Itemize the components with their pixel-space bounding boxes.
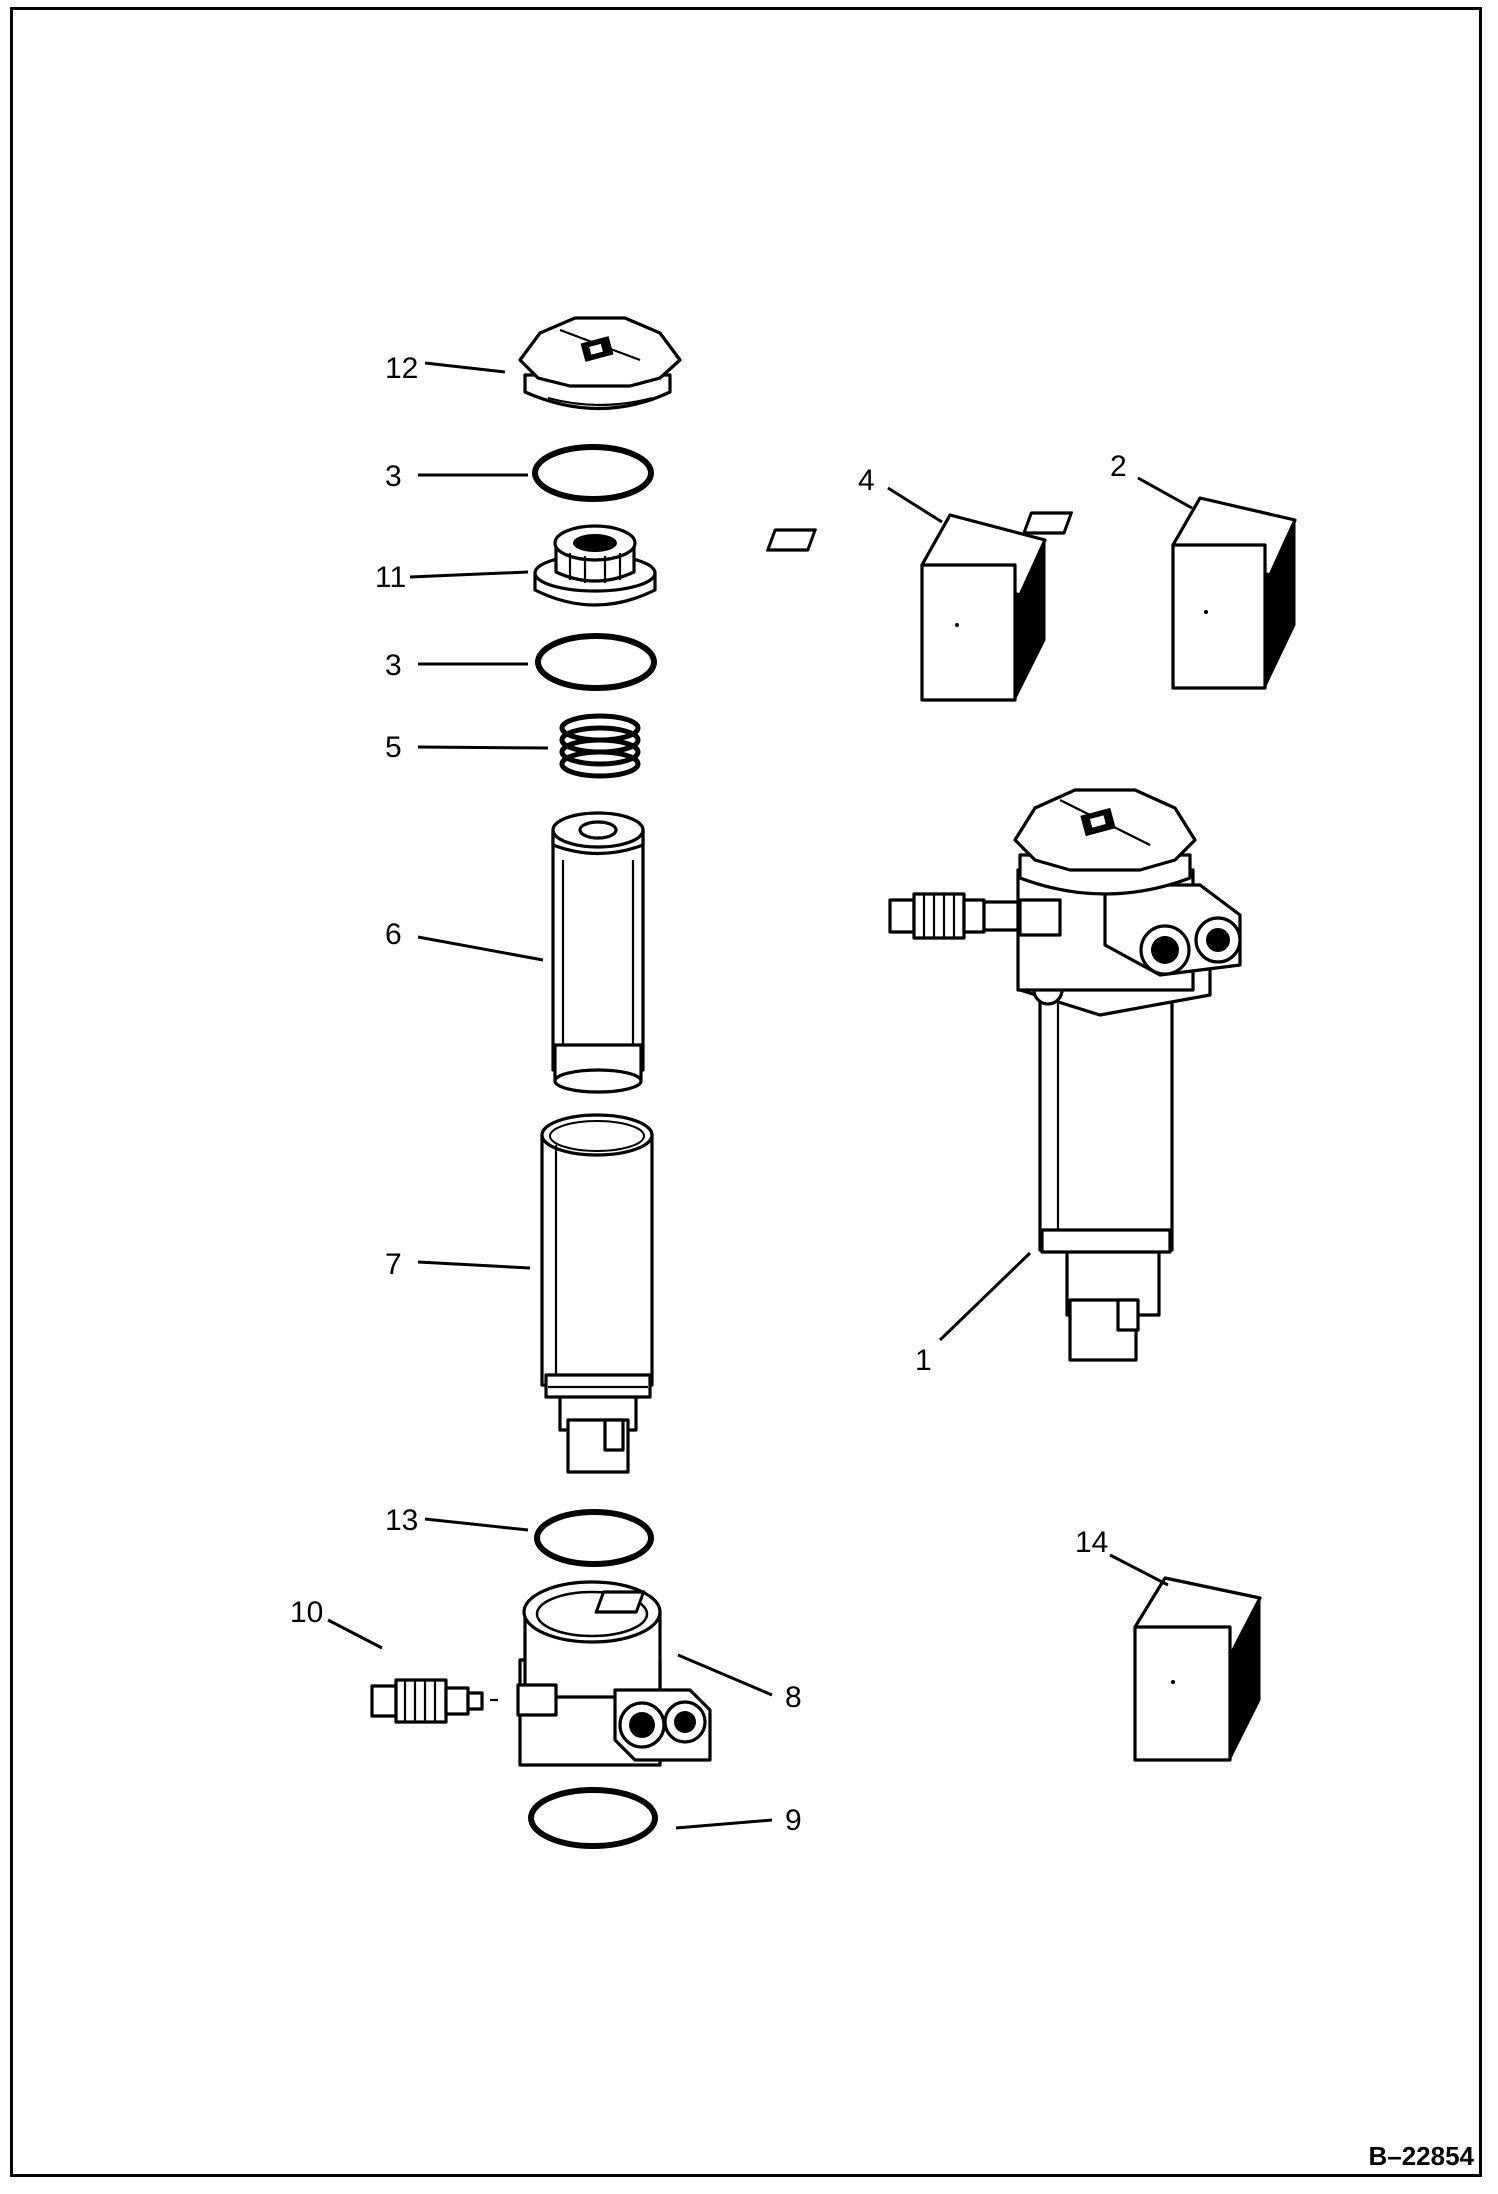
drawing-number: B–22854 [1368, 2141, 1474, 2171]
leader-6 [417, 935, 544, 962]
leader-11 [409, 570, 529, 579]
leader-13 [424, 1517, 529, 1532]
part-11-valve-insert [533, 524, 657, 607]
callout-8: 8 [785, 1681, 802, 1714]
part-4-filter-pack [766, 513, 1047, 702]
callout-10: 10 [290, 1596, 323, 1629]
callout-11: 11 [375, 561, 406, 594]
leader-5 [417, 745, 549, 750]
part-9-o-ring [528, 1787, 658, 1849]
leader-10 [327, 1618, 383, 1650]
callout-9: 9 [785, 1804, 802, 1837]
part-12-cap [518, 316, 682, 411]
callout-3-upper: 3 [385, 460, 402, 493]
part-8-filter-head [516, 1580, 712, 1767]
leader-2 [1137, 476, 1193, 510]
leader-12 [424, 361, 506, 374]
part-3-o-ring-lower [535, 633, 657, 691]
leader-8 [677, 1653, 773, 1697]
leader-9 [675, 1818, 773, 1830]
callout-1: 1 [915, 1344, 932, 1377]
callout-labels: 12 3 11 3 5 6 7 13 10 8 9 4 2 1 14 [290, 352, 1127, 1837]
callout-14: 14 [1075, 1526, 1108, 1559]
part-6-filter-element [551, 811, 645, 1094]
leader-7 [417, 1260, 531, 1270]
leader-14 [1109, 1553, 1169, 1587]
part-14-filter-pack [594, 1576, 1262, 1762]
callout-13: 13 [385, 1504, 418, 1537]
callout-4: 4 [858, 464, 875, 497]
part-1-filter-assembly [888, 788, 1242, 1362]
callout-3-lower: 3 [385, 649, 402, 682]
part-10-indicator-switch [370, 1678, 498, 1724]
callout-7: 7 [385, 1248, 402, 1281]
leader-1 [938, 1251, 1032, 1342]
callout-6: 6 [385, 918, 402, 951]
callout-12: 12 [385, 352, 418, 385]
leader-4 [887, 486, 943, 524]
callout-5: 5 [385, 731, 402, 764]
part-7-filter-bowl [540, 1113, 654, 1474]
part-13-o-ring [534, 1509, 654, 1567]
drawing-border [10, 7, 1482, 2177]
part-5-spring [559, 713, 641, 779]
callout-2: 2 [1110, 450, 1127, 483]
part-3-o-ring-upper [532, 444, 654, 502]
leader-lines [327, 361, 1193, 1830]
part-2-filter-pack [1022, 496, 1297, 690]
